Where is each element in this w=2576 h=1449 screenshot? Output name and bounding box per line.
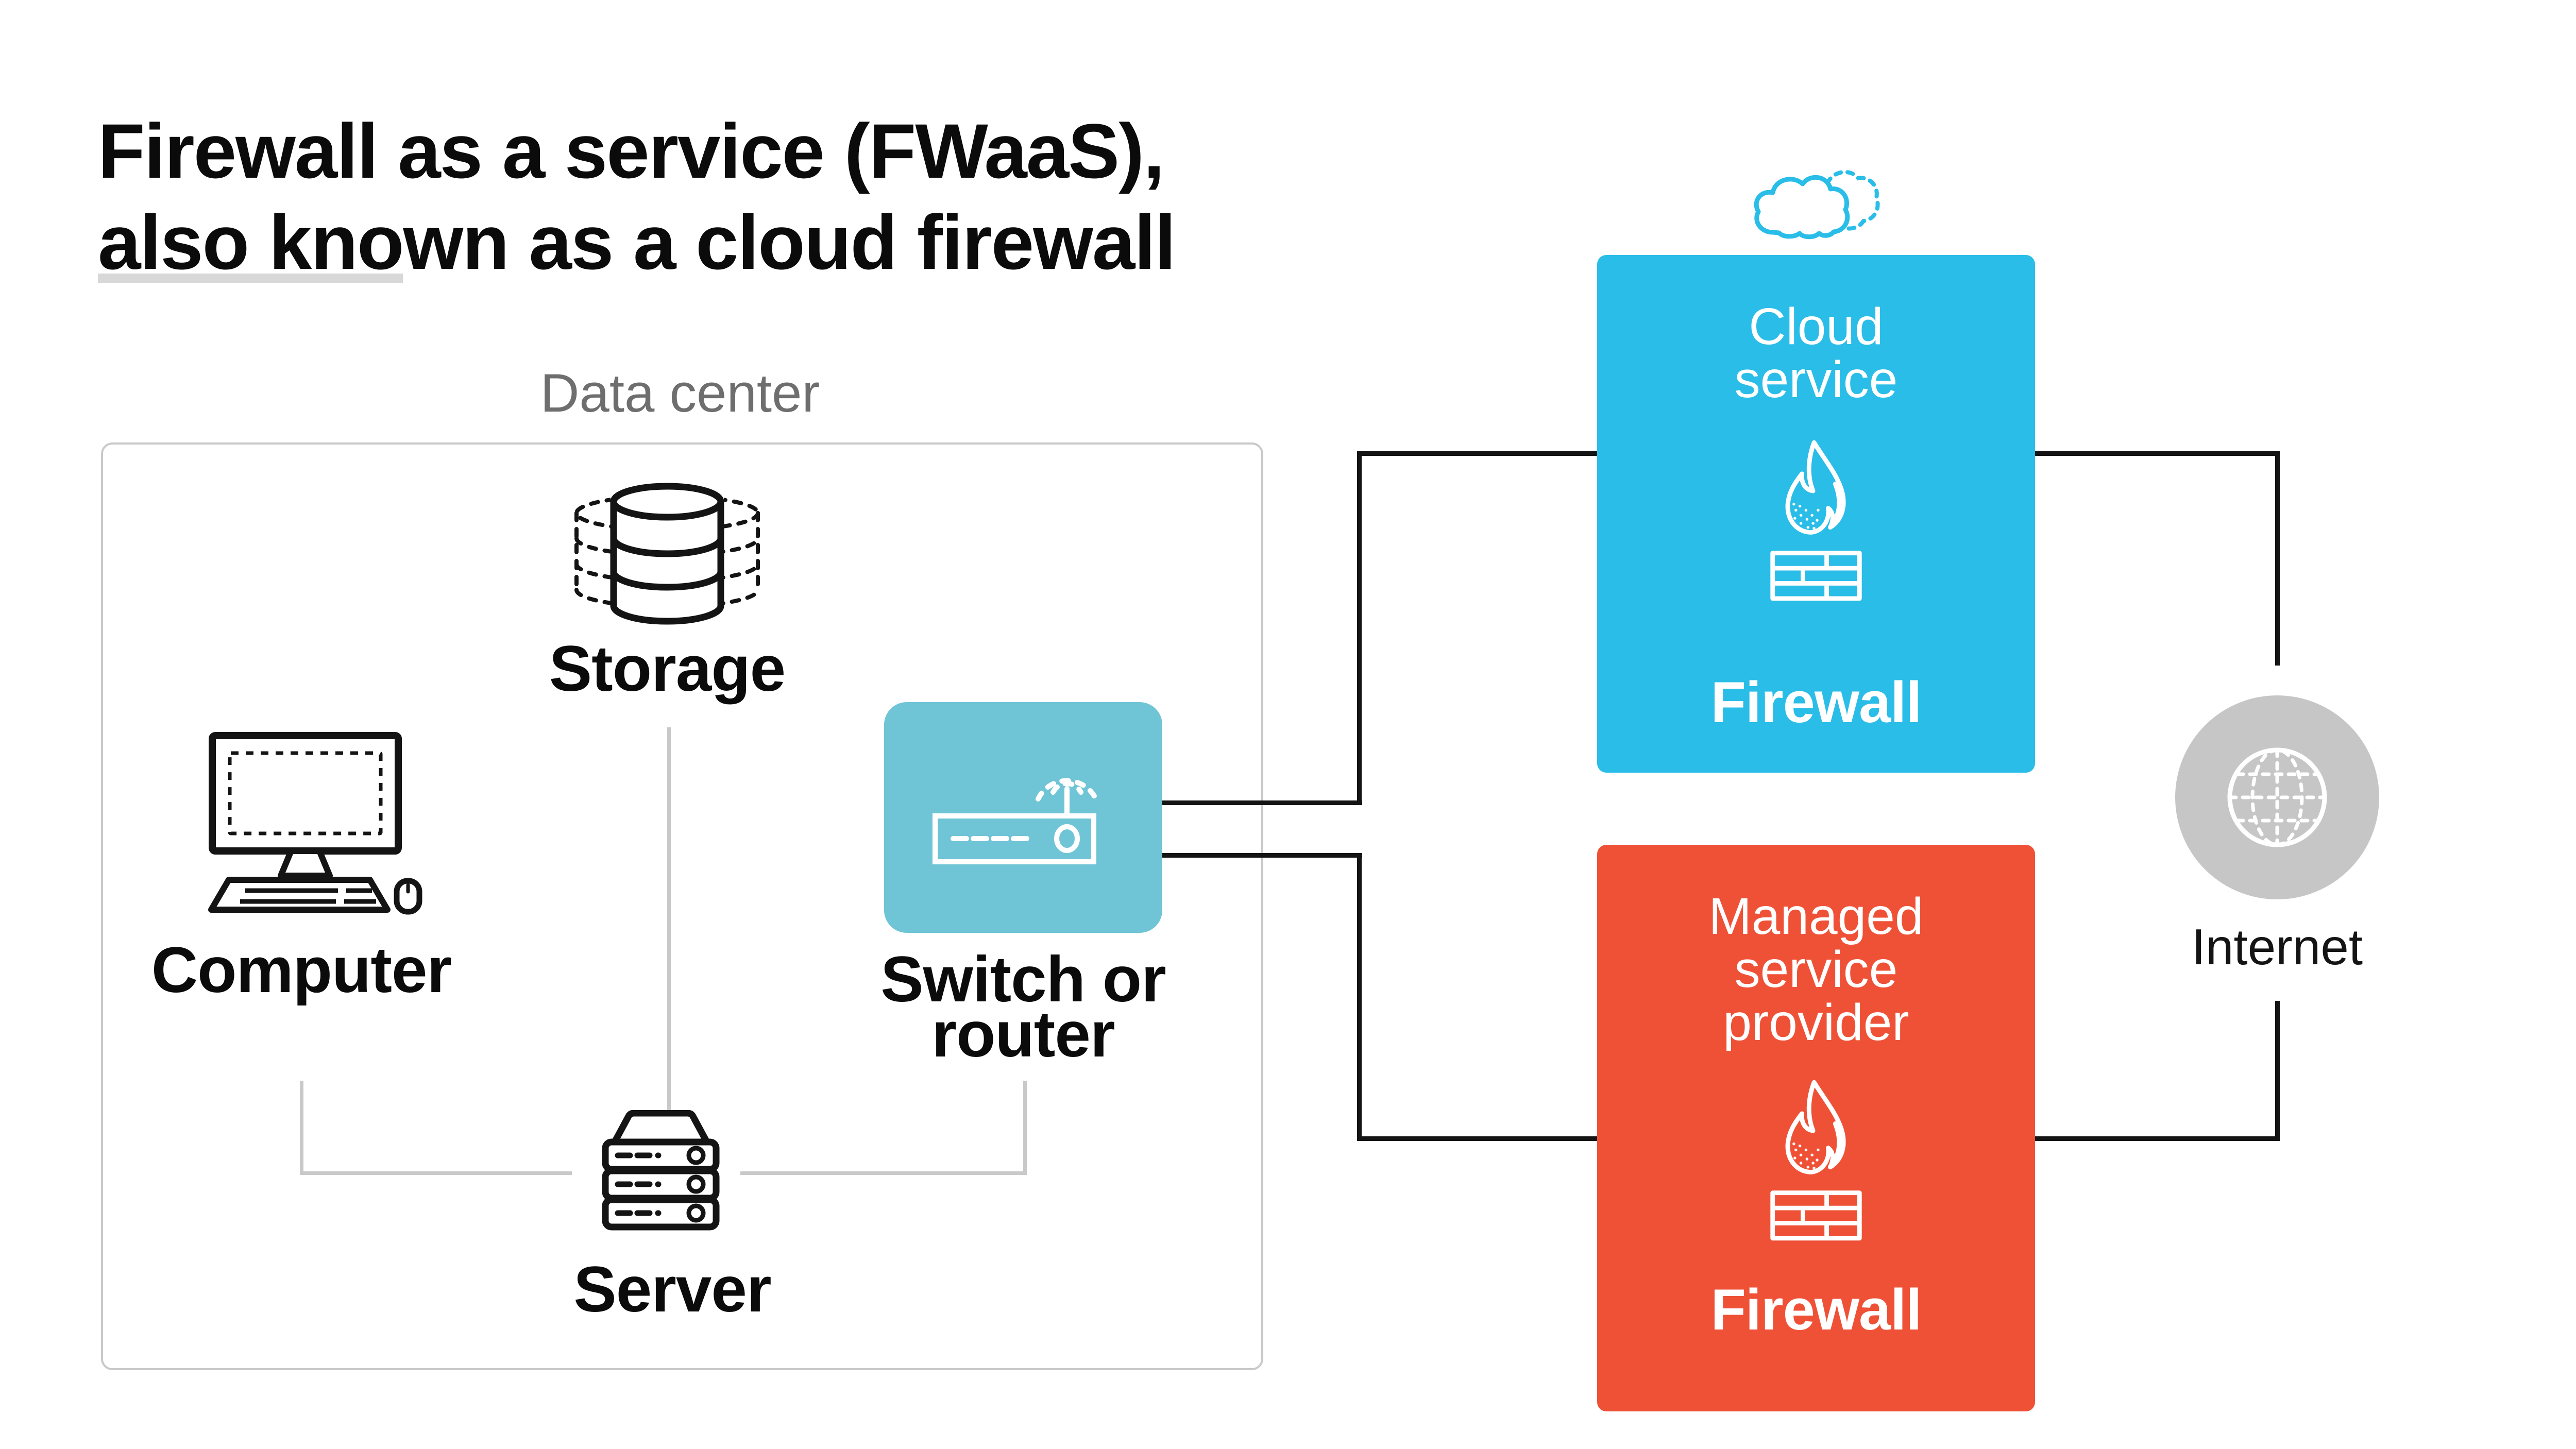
line-msp-to-internet-seg1 [2035,1136,2280,1141]
globe-icon [2227,747,2327,847]
switch-router-label: Switch or router [817,944,1229,1070]
msp-title: Managed service provider [1597,890,2035,1049]
data-center-boundary [101,442,1263,1370]
line-switch-to-cloud-seg1 [1161,800,1362,805]
line-msp-to-internet-seg2 [2275,1001,2280,1141]
internet-label: Internet [2191,918,2363,975]
cloud-icon [1754,169,1880,240]
server-icon [602,1110,720,1231]
cloud-firewall-label: Firewall [1710,670,1922,735]
line-cloud-to-internet-seg2 [2275,451,2280,666]
page-title-line2: also known as a cloud firewall [98,198,1176,285]
storage-icon [574,479,760,628]
firewall-flame-brick-icon [1766,439,1867,601]
line-cloud-to-internet-seg1 [2035,451,2280,456]
computer-icon [208,732,422,915]
cloud-service-title: Cloud service [1597,300,2035,406]
connector-storage-server [667,727,671,1114]
router-icon [933,778,1098,864]
connector-switch-server-horizontal [740,1171,1027,1175]
line-switch-to-cloud-seg3 [1357,451,1597,456]
line-switch-to-msp-seg2 [1357,853,1362,1141]
msp-title-line1: Managed [1708,888,1924,945]
data-center-label: Data center [540,363,820,423]
line-switch-to-cloud-seg2 [1357,451,1362,805]
switch-router-label-line2: router [931,999,1115,1070]
msp-firewall-label: Firewall [1710,1277,1922,1342]
switch-router-label-line1: Switch or [880,944,1166,1015]
storage-label: Storage [549,633,786,705]
managed-service-provider-box: Managed service provider [1597,845,2035,1411]
connector-computer-server-horizontal [300,1171,572,1175]
line-switch-to-msp-seg3 [1357,1136,1597,1141]
switch-router-box [884,702,1162,933]
connector-switch-server-vertical [1023,1081,1027,1175]
connector-computer-server-vertical [300,1081,303,1175]
cloud-service-box: Cloud service [1597,255,2035,773]
title-underline [98,274,403,283]
cloud-service-title-line1: Cloud [1749,298,1884,355]
cloud-service-title-line2: service [1734,351,1898,408]
page-title: Firewall as a service (FWaaS), also know… [98,106,1176,288]
server-label: Server [573,1254,771,1325]
line-switch-to-msp-seg1 [1161,853,1362,858]
computer-label: Computer [151,934,452,1006]
firewall-flame-brick-icon [1766,1079,1867,1241]
msp-title-line2: service [1734,941,1898,998]
msp-title-line3: provider [1723,994,1909,1051]
internet-node [2175,695,2379,899]
page-title-line1: Firewall as a service (FWaaS), [98,107,1165,194]
